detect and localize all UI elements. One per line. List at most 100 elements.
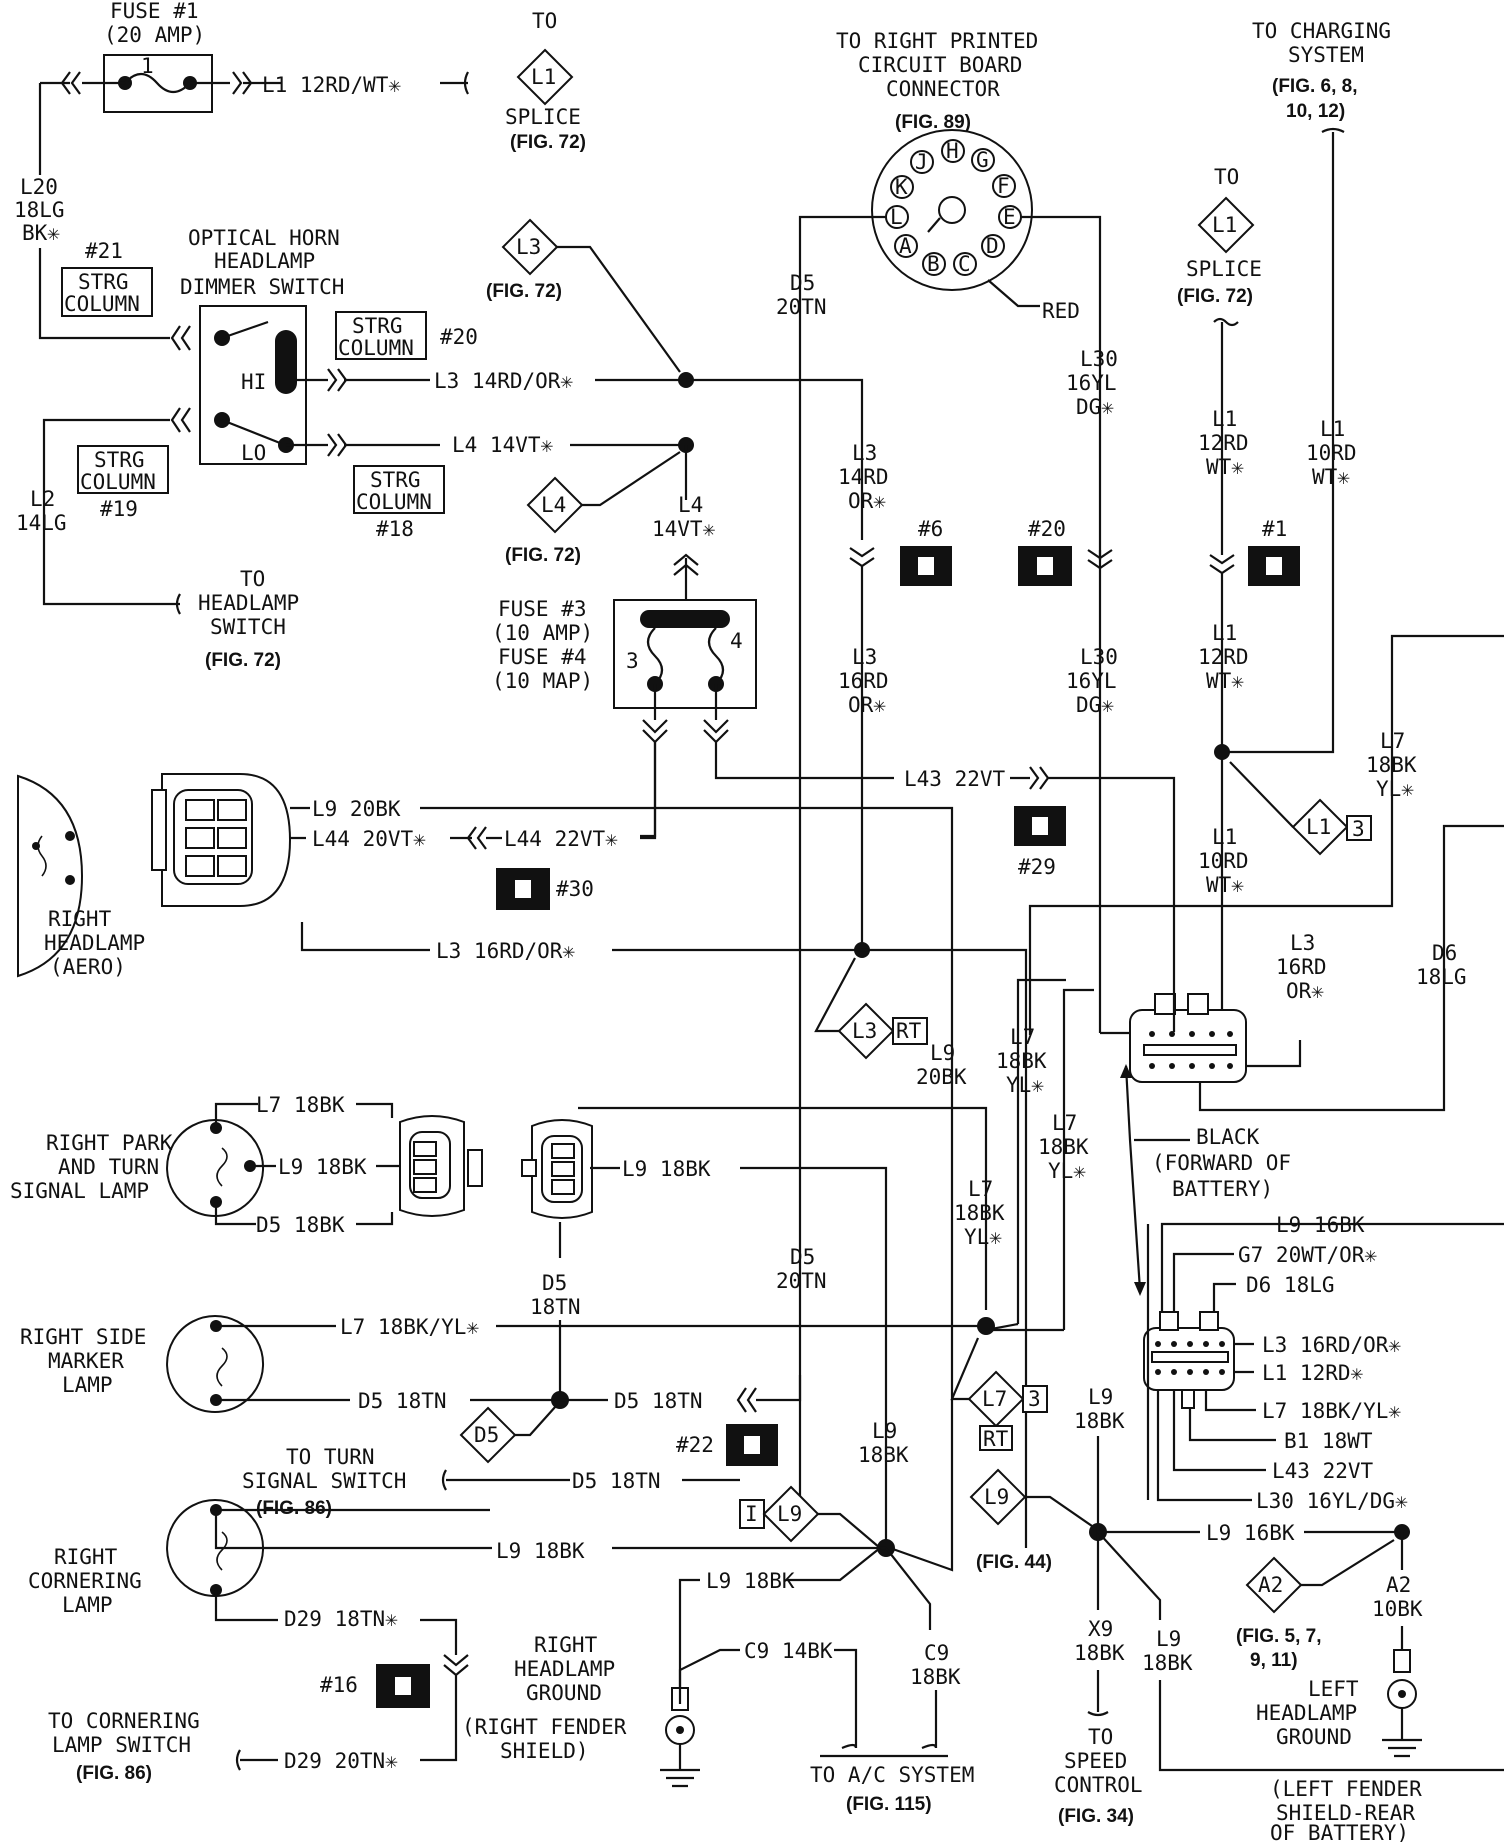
- svg-text:OR✳: OR✳: [848, 489, 886, 513]
- svg-text:A2: A2: [1258, 1573, 1283, 1597]
- svg-text:YL✳: YL✳: [1048, 1159, 1086, 1183]
- svg-text:(FORWARD OF: (FORWARD OF: [1152, 1151, 1291, 1175]
- wire-L2: STRG COLUMN #19 L2 14LG STRG COLUMN #18 …: [16, 407, 445, 671]
- svg-text:L9: L9: [777, 1502, 802, 1526]
- svg-text:(FIG. 72): (FIG. 72): [505, 545, 581, 566]
- svg-text:CIRCUIT BOARD: CIRCUIT BOARD: [858, 53, 1022, 77]
- pcb-pins: H G J K F L E A B C D: [885, 139, 1022, 276]
- svg-text:F: F: [997, 174, 1010, 198]
- right-side-marker-plug: L9 18BK D5 18TN: [521, 1106, 988, 1548]
- connector-20: #20: [1018, 517, 1072, 586]
- svg-text:(FIG. 72): (FIG. 72): [1177, 286, 1253, 307]
- svg-text:L7: L7: [1052, 1111, 1077, 1135]
- svg-text:L44 22VT✳: L44 22VT✳: [504, 827, 618, 851]
- dimmer-switch: OPTICAL HORN HEADLAMP DIMMER SWITCH HI L…: [180, 226, 864, 540]
- svg-text:(10 AMP): (10 AMP): [492, 621, 593, 645]
- svg-text:SYSTEM: SYSTEM: [1288, 43, 1364, 67]
- svg-text:LO: LO: [241, 441, 266, 465]
- svg-text:3: 3: [1028, 1387, 1041, 1411]
- svg-text:L3: L3: [516, 235, 541, 259]
- svg-text:L1: L1: [1212, 407, 1237, 431]
- svg-text:L9 18BK: L9 18BK: [278, 1155, 367, 1179]
- right-side-marker-lamp: L7 18BK/YL✳ D5 18TN D5 18TN RIGHT SIDE M…: [20, 1315, 995, 1413]
- svg-text:L30: L30: [1080, 645, 1118, 669]
- svg-text:C9: C9: [924, 1641, 949, 1665]
- svg-text:RIGHT PARK: RIGHT PARK: [46, 1131, 173, 1155]
- svg-text:DIMMER SWITCH: DIMMER SWITCH: [180, 275, 344, 299]
- splice-L1-right: TO L1 SPLICE (FIG. 72) L1 12RD WT✳ L1 12…: [1177, 165, 1372, 1033]
- svg-text:(FIG. 89): (FIG. 89): [895, 112, 971, 133]
- svg-text:RT: RT: [983, 1427, 1009, 1451]
- right-cornering-lamp: L9 18BK D29 18TN✳ D29 20TN✳ RIGHT CORNER…: [28, 1499, 886, 1784]
- svg-text:A2: A2: [1386, 1573, 1411, 1597]
- svg-text:DG✳: DG✳: [1076, 693, 1114, 717]
- svg-text:C: C: [958, 252, 971, 276]
- svg-text:CONNECTOR: CONNECTOR: [886, 77, 1000, 101]
- svg-text:D5: D5: [790, 1245, 815, 1269]
- svg-text:LAMP: LAMP: [62, 1373, 113, 1397]
- svg-text:I: I: [745, 1502, 758, 1526]
- svg-text:L7 18BK: L7 18BK: [256, 1093, 345, 1117]
- svg-text:(FIG. 86): (FIG. 86): [256, 1498, 332, 1519]
- svg-text:D5: D5: [790, 271, 815, 295]
- svg-text:D5 18TN: D5 18TN: [358, 1389, 447, 1413]
- svg-text:MARKER: MARKER: [48, 1349, 124, 1373]
- svg-text:L30 16YL/DG✳: L30 16YL/DG✳: [1256, 1489, 1408, 1513]
- svg-text:FUSE #3: FUSE #3: [498, 597, 587, 621]
- svg-text:L3: L3: [852, 645, 877, 669]
- svg-text:16RD: 16RD: [1276, 955, 1327, 979]
- svg-text:OF BATTERY): OF BATTERY): [1270, 1821, 1409, 1842]
- svg-text:HEADLAMP: HEADLAMP: [198, 591, 299, 615]
- svg-text:L9: L9: [1088, 1385, 1113, 1409]
- svg-text:L9 16BK: L9 16BK: [1206, 1521, 1295, 1545]
- svg-text:(FIG. 34): (FIG. 34): [1058, 1806, 1134, 1827]
- svg-text:L9: L9: [872, 1419, 897, 1443]
- svg-text:DG✳: DG✳: [1076, 395, 1114, 419]
- to-charging-system: TO CHARGING SYSTEM (FIG. 6, 8, 10, 12) L…: [1222, 19, 1391, 754]
- svg-text:SIGNAL LAMP: SIGNAL LAMP: [10, 1179, 149, 1203]
- svg-text:D6: D6: [1432, 941, 1457, 965]
- svg-text:YL✳: YL✳: [964, 1225, 1002, 1249]
- svg-text:12RD: 12RD: [1198, 645, 1249, 669]
- svg-text:18BK: 18BK: [954, 1201, 1005, 1225]
- wire-L44: L44 20VT✳ L44 22VT✳: [312, 742, 657, 851]
- svg-text:H: H: [946, 139, 959, 163]
- svg-text:RIGHT: RIGHT: [54, 1545, 118, 1569]
- svg-text:#22: #22: [676, 1433, 714, 1457]
- svg-text:14RD: 14RD: [838, 465, 889, 489]
- svg-text:(AERO): (AERO): [50, 955, 126, 979]
- svg-text:L1 12RD✳: L1 12RD✳: [1262, 1361, 1364, 1385]
- pcb-connector: TO RIGHT PRINTED CIRCUIT BOARD CONNECTOR…: [798, 29, 1102, 1515]
- svg-text:YL✳: YL✳: [1376, 777, 1414, 801]
- svg-text:18BK: 18BK: [1038, 1135, 1089, 1159]
- svg-text:L3: L3: [852, 1019, 877, 1043]
- connector-6: #6: [900, 517, 952, 586]
- svg-text:FUSE #4: FUSE #4: [498, 645, 587, 669]
- svg-text:L44 20VT✳: L44 20VT✳: [312, 827, 426, 851]
- svg-text:14VT✳: 14VT✳: [652, 517, 716, 541]
- svg-text:#19: #19: [100, 497, 138, 521]
- svg-text:GROUND: GROUND: [526, 1681, 602, 1705]
- svg-text:L2: L2: [30, 487, 55, 511]
- svg-text:L9 18BK: L9 18BK: [496, 1539, 585, 1563]
- svg-text:B1 18WT: B1 18WT: [1284, 1429, 1373, 1453]
- svg-text:WT✳: WT✳: [1312, 465, 1350, 489]
- wire-L1-top-label: L1 12RD/WT✳: [262, 73, 401, 97]
- svg-text:SIGNAL SWITCH: SIGNAL SWITCH: [242, 1469, 406, 1493]
- svg-text:18BK: 18BK: [1142, 1651, 1193, 1675]
- svg-text:A: A: [899, 234, 912, 258]
- svg-text:L3 14RD/OR✳: L3 14RD/OR✳: [434, 369, 573, 393]
- svg-text:HEADLAMP: HEADLAMP: [44, 931, 145, 955]
- wire-L9-20BK: L9 20BK L9 20BK: [312, 797, 967, 1572]
- svg-text:#20: #20: [440, 325, 478, 349]
- svg-text:12RD: 12RD: [1198, 431, 1249, 455]
- svg-text:YL✳: YL✳: [1006, 1073, 1044, 1097]
- connector-upper-black: L3 16RD OR✳: [1129, 931, 1327, 1083]
- wire-L3-16RD-h: L3 16RD/OR✳ L3 RT: [436, 939, 1028, 1548]
- svg-text:TO CHARGING: TO CHARGING: [1252, 19, 1391, 43]
- svg-text:(FIG. 72): (FIG. 72): [205, 650, 281, 671]
- svg-text:#21: #21: [85, 239, 123, 263]
- splice-D5: D5 TO TURN SIGNAL SWITCH (FIG. 86) D5 18…: [242, 1405, 740, 1519]
- svg-text:TO CORNERING: TO CORNERING: [48, 1709, 200, 1733]
- svg-text:(FIG. 115): (FIG. 115): [846, 1794, 932, 1815]
